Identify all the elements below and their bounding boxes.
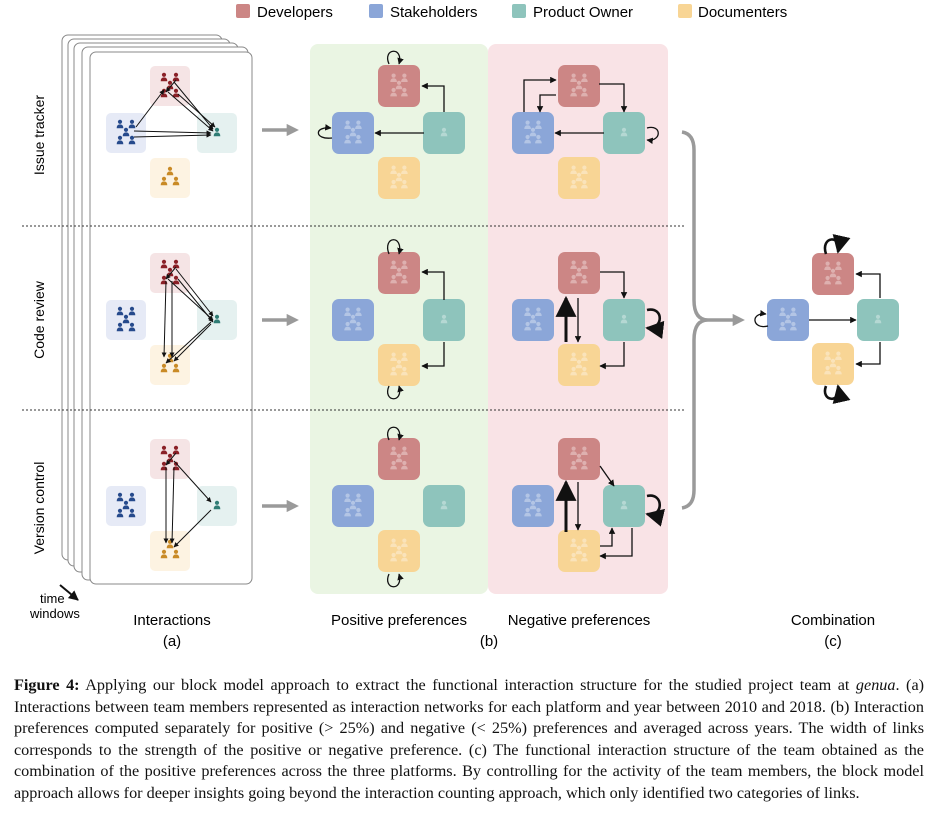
- edges: [317, 50, 881, 588]
- caption-text-1: Applying our block model approach to ext…: [79, 676, 856, 694]
- block-positive-row2-stakeholders: [332, 299, 374, 341]
- legend-label-product-owner: Product Owner: [533, 4, 633, 21]
- legend-label-stakeholders: Stakeholders: [390, 4, 478, 21]
- legend-swatch-product-owner: [512, 4, 526, 18]
- block-negative-row1-stakeholders: [512, 112, 554, 154]
- legend-swatch-developers: [236, 4, 250, 18]
- block-combination-documenters: [812, 343, 854, 385]
- time-label-line1: time: [40, 591, 65, 606]
- row-label-version-control: Version control: [31, 462, 47, 555]
- gray-arrows: [262, 123, 745, 513]
- caption-text-2: . (a) Interactions between team members …: [14, 676, 925, 802]
- interaction-network-row2: [106, 253, 237, 385]
- block-graphs: [332, 65, 899, 572]
- block-combination-stakeholders: [767, 299, 809, 341]
- block-negative-row3-developers: [558, 438, 600, 480]
- block-positive-row1-product-owner: [423, 112, 465, 154]
- block-positive-row3-stakeholders: [332, 485, 374, 527]
- legend-label-developers: Developers: [257, 4, 333, 21]
- figure-caption: Figure 4: Applying our block model appro…: [14, 675, 924, 805]
- block-negative-row1-developers: [558, 65, 600, 107]
- legend-swatch-stakeholders: [369, 4, 383, 18]
- column-sub-a: (a): [163, 633, 181, 650]
- legend-documenters: Documenters: [678, 4, 787, 21]
- column-label-negative: Negative preferences: [508, 612, 651, 629]
- interaction-network-row1: [106, 66, 237, 198]
- interactions-networks: [106, 66, 237, 571]
- block-positive-row2-developers: [378, 252, 420, 294]
- block-positive-row1-developers: [378, 65, 420, 107]
- block-combination-developers: [812, 253, 854, 295]
- block-negative-row2-stakeholders: [512, 299, 554, 341]
- legend-label-documenters: Documenters: [698, 4, 787, 21]
- column-sub-b: (b): [480, 633, 498, 650]
- block-negative-row2-product-owner: [603, 299, 645, 341]
- block-positive-row2-product-owner: [423, 299, 465, 341]
- block-positive-row3-developers: [378, 438, 420, 480]
- column-label-combination: Combination: [791, 612, 875, 629]
- row-label-issue-tracker: Issue tracker: [31, 95, 47, 175]
- legend: Developers Stakeholders Product Owner Do…: [236, 4, 787, 21]
- column-sub-c: (c): [824, 633, 842, 650]
- block-negative-row2-documenters: [558, 344, 600, 386]
- column-label-interactions: Interactions: [133, 612, 211, 629]
- block-negative-row1-product-owner: [603, 112, 645, 154]
- block-positive-row1-documenters: [378, 157, 420, 199]
- legend-product-owner: Product Owner: [512, 4, 633, 21]
- time-label-line2: windows: [29, 606, 80, 621]
- block-negative-row3-product-owner: [603, 485, 645, 527]
- block-positive-row1-stakeholders: [332, 112, 374, 154]
- interaction-network-row3: [106, 439, 237, 571]
- caption-label: Figure 4:: [14, 676, 80, 694]
- block-combination-product-owner: [857, 299, 899, 341]
- row-label-code-review: Code review: [31, 280, 47, 359]
- positive-panel-bg: [310, 44, 488, 594]
- time-arrow: [59, 584, 79, 601]
- block-negative-row1-documenters: [558, 157, 600, 199]
- block-negative-row3-documenters: [558, 530, 600, 572]
- column-label-positive: Positive preferences: [331, 612, 467, 629]
- block-positive-row3-product-owner: [423, 485, 465, 527]
- legend-swatch-documenters: [678, 4, 692, 18]
- legend-developers: Developers: [236, 4, 333, 21]
- block-positive-row2-documenters: [378, 344, 420, 386]
- caption-team-name: genua: [855, 676, 896, 694]
- block-positive-row3-documenters: [378, 530, 420, 572]
- block-negative-row2-developers: [558, 252, 600, 294]
- block-negative-row3-stakeholders: [512, 485, 554, 527]
- figure-diagram: Developers Stakeholders Product Owner Do…: [22, 4, 899, 650]
- legend-stakeholders: Stakeholders: [369, 4, 478, 21]
